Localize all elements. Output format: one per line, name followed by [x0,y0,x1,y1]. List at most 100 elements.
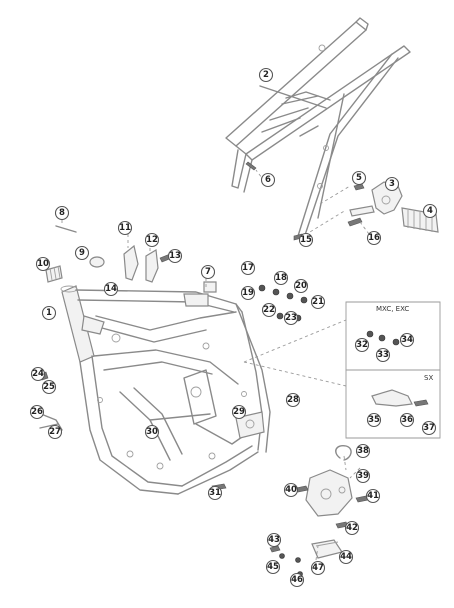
chain-slider [311,539,343,559]
callout-26: 26 [29,404,45,420]
side-stand-spring [39,423,59,429]
svg-text:5: 5 [356,173,362,183]
frame-plug-top [203,281,217,293]
callout-1: 1 [41,305,57,321]
svg-text:17: 17 [242,263,254,273]
svg-text:39: 39 [357,471,369,481]
callout-39: 39 [355,468,371,484]
callout-5: 5 [351,170,367,186]
callout-15: 15 [298,232,314,248]
callout-37: 37 [421,420,437,436]
subframe-bolt-top [245,161,257,171]
engine-mount-bracket-a [123,244,139,281]
callout-30: 30 [144,424,160,440]
callout-44: 44 [338,549,354,565]
callout-33: 33 [375,347,391,363]
svg-text:4: 4 [427,206,433,216]
callout-6: 6 [260,172,276,188]
variant-box: MXC, EXC SX [345,301,441,439]
callout-7: 7 [200,264,216,280]
svg-text:6: 6 [265,175,271,185]
svg-text:30: 30 [146,427,158,437]
linkage-bolts [295,485,369,529]
callouts: 1 2 3 4 5 6 7 8 9 10 11 12 13 14 15 16 1… [29,67,438,588]
callout-27: 27 [47,424,63,440]
callout-8: 8 [54,205,70,221]
callout-25: 25 [41,379,57,395]
svg-text:8: 8 [59,208,65,218]
callout-40: 40 [283,482,299,498]
svg-text:11: 11 [119,223,131,233]
svg-text:33: 33 [377,350,389,360]
svg-text:15: 15 [300,235,312,245]
svg-text:36: 36 [401,415,413,425]
callout-42: 42 [344,520,360,536]
svg-text:42: 42 [346,523,358,533]
svg-text:9: 9 [79,248,85,258]
callout-13: 13 [167,248,183,264]
svg-text:29: 29 [233,407,245,417]
callout-16: 16 [366,230,382,246]
svg-text:37: 37 [423,423,435,433]
callout-10: 10 [35,256,51,272]
callout-36: 36 [399,412,415,428]
callout-23: 23 [283,310,299,326]
callout-47: 47 [310,560,326,576]
svg-text:7: 7 [205,267,211,277]
svg-text:23: 23 [285,313,297,323]
callout-28: 28 [285,392,301,408]
svg-text:18: 18 [275,273,287,283]
callout-19: 19 [240,285,256,301]
svg-text:2: 2 [263,70,269,80]
engine-mount-bracket-b [145,249,159,283]
svg-text:19: 19 [242,288,254,298]
svg-text:31: 31 [209,488,221,498]
callout-14: 14 [103,281,119,297]
callout-12: 12 [144,232,160,248]
svg-text:32: 32 [356,340,368,350]
svg-text:27: 27 [49,427,61,437]
svg-text:13: 13 [169,251,181,261]
chain-guide-loop [335,444,352,461]
callout-18: 18 [273,270,289,286]
callout-22: 22 [261,302,277,318]
svg-text:40: 40 [285,485,297,495]
callout-38: 38 [355,443,371,459]
callout-32: 32 [354,337,370,353]
main-frame [60,285,271,495]
callout-41: 41 [365,488,381,504]
svg-text:45: 45 [267,562,279,572]
callout-2: 2 [258,67,274,83]
svg-text:14: 14 [105,284,117,294]
svg-text:38: 38 [357,446,369,456]
callout-4: 4 [422,203,438,219]
callout-20: 20 [293,278,309,294]
variant-label-mxc-exc: MXC, EXC [376,305,409,313]
callout-17: 17 [240,260,256,276]
svg-text:47: 47 [312,563,324,573]
callout-34: 34 [399,332,415,348]
svg-text:35: 35 [368,415,380,425]
svg-text:22: 22 [263,305,275,315]
svg-text:25: 25 [43,382,55,392]
svg-text:1: 1 [46,308,52,318]
svg-text:28: 28 [287,395,299,405]
cable-guide-rod [55,225,77,233]
svg-text:20: 20 [295,281,307,291]
svg-text:26: 26 [31,407,43,417]
svg-text:16: 16 [368,233,380,243]
callout-29: 29 [231,404,247,420]
callout-9: 9 [74,245,90,261]
callout-11: 11 [117,220,133,236]
svg-text:24: 24 [32,369,44,379]
svg-text:43: 43 [268,535,280,545]
rubber-bumper-left [89,256,105,268]
steering-damper-spring [45,265,63,283]
callout-45: 45 [265,559,281,575]
svg-text:41: 41 [367,491,379,501]
footrest-spring-bolt [347,183,365,227]
svg-text:44: 44 [340,552,352,562]
callout-43: 43 [266,532,282,548]
svg-text:46: 46 [291,575,303,585]
